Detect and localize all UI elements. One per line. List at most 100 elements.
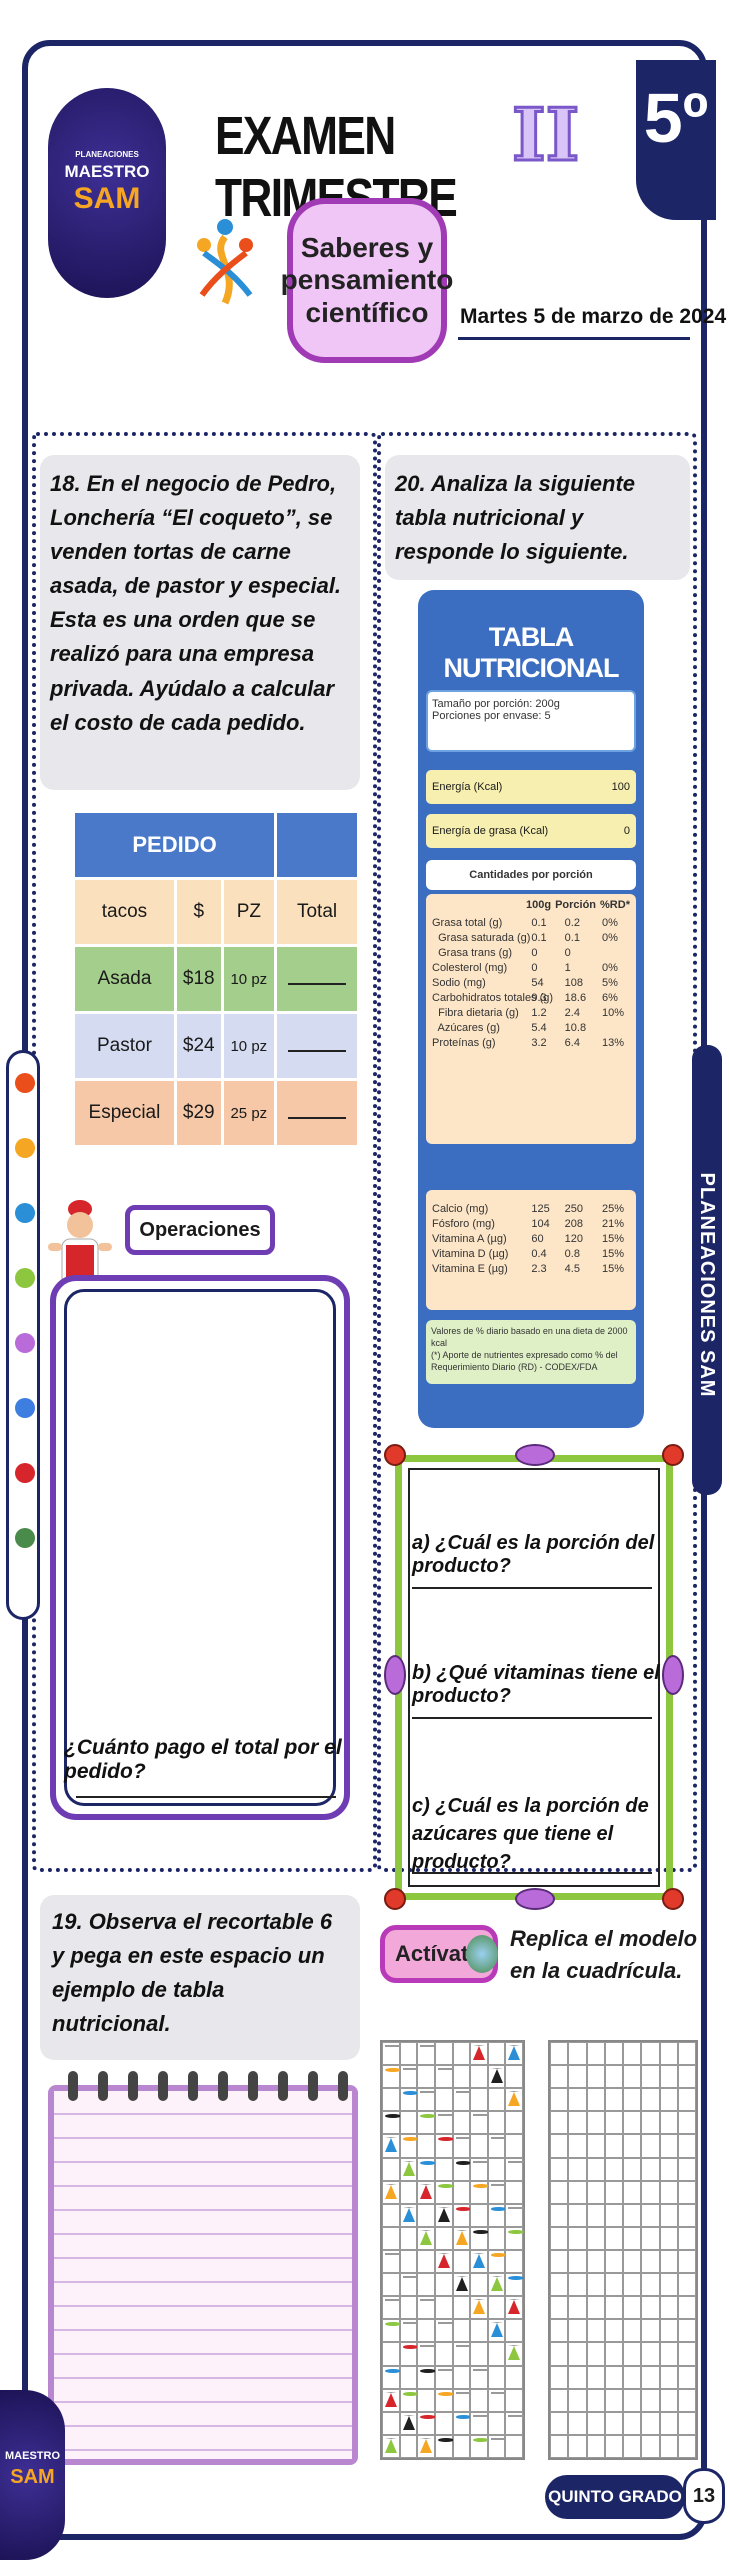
grid-cell[interactable] (586, 2388, 605, 2412)
grid-cell[interactable] (677, 2111, 696, 2135)
grid-cell[interactable] (550, 2411, 569, 2435)
grid-cell[interactable] (568, 2157, 587, 2181)
paste-area-notebook[interactable] (48, 2071, 358, 2465)
grid-cell[interactable] (586, 2203, 605, 2227)
grid-cell[interactable] (568, 2249, 587, 2274)
grid-cell[interactable] (659, 2226, 678, 2250)
grid-cell[interactable] (604, 2111, 623, 2135)
grid-cell[interactable] (586, 2042, 605, 2066)
grid-cell[interactable] (659, 2203, 678, 2227)
grid-cell[interactable] (677, 2319, 696, 2343)
grid-cell[interactable] (586, 2249, 605, 2274)
grid-cell[interactable] (604, 2273, 623, 2297)
grid-cell[interactable] (677, 2365, 696, 2389)
grid-cell[interactable] (604, 2088, 623, 2112)
grid-cell[interactable] (623, 2434, 642, 2458)
grid-cell[interactable] (586, 2434, 605, 2458)
grid-cell[interactable] (604, 2388, 623, 2412)
answer-line-b[interactable] (412, 1717, 652, 1719)
answer-line-a[interactable] (412, 1587, 652, 1589)
grid-cell[interactable] (568, 2088, 587, 2112)
replica-empty-grid[interactable] (548, 2040, 698, 2460)
grid-cell[interactable] (604, 2249, 623, 2274)
grid-cell[interactable] (641, 2134, 660, 2158)
grid-cell[interactable] (604, 2157, 623, 2181)
grid-cell[interactable] (641, 2111, 660, 2135)
grid-cell[interactable] (659, 2434, 678, 2458)
grid-cell[interactable] (659, 2088, 678, 2112)
grid-cell[interactable] (586, 2065, 605, 2089)
total-answer-line[interactable] (76, 1796, 336, 1798)
grid-cell[interactable] (550, 2111, 569, 2135)
grid-cell[interactable] (659, 2042, 678, 2066)
grid-cell[interactable] (677, 2180, 696, 2204)
grid-cell[interactable] (623, 2342, 642, 2366)
grid-cell[interactable] (641, 2065, 660, 2089)
grid-cell[interactable] (659, 2157, 678, 2181)
grid-cell[interactable] (641, 2203, 660, 2227)
grid-cell[interactable] (550, 2088, 569, 2112)
grid-cell[interactable] (641, 2434, 660, 2458)
grid-cell[interactable] (550, 2180, 569, 2204)
grid-cell[interactable] (568, 2388, 587, 2412)
grid-cell[interactable] (568, 2411, 587, 2435)
grid-cell[interactable] (641, 2249, 660, 2274)
grid-cell[interactable] (604, 2180, 623, 2204)
row-total-blank[interactable] (277, 1014, 357, 1078)
grid-cell[interactable] (659, 2111, 678, 2135)
grid-cell[interactable] (604, 2434, 623, 2458)
grid-cell[interactable] (659, 2273, 678, 2297)
grid-cell[interactable] (586, 2296, 605, 2320)
grid-cell[interactable] (641, 2042, 660, 2066)
grid-cell[interactable] (604, 2065, 623, 2089)
grid-cell[interactable] (623, 2226, 642, 2250)
grid-cell[interactable] (677, 2342, 696, 2366)
grid-cell[interactable] (568, 2434, 587, 2458)
grid-cell[interactable] (641, 2365, 660, 2389)
grid-cell[interactable] (677, 2088, 696, 2112)
grid-cell[interactable] (550, 2434, 569, 2458)
grid-cell[interactable] (586, 2180, 605, 2204)
grid-cell[interactable] (550, 2203, 569, 2227)
grid-cell[interactable] (659, 2319, 678, 2343)
grid-cell[interactable] (677, 2388, 696, 2412)
grid-cell[interactable] (623, 2203, 642, 2227)
grid-cell[interactable] (659, 2134, 678, 2158)
grid-cell[interactable] (586, 2365, 605, 2389)
grid-cell[interactable] (568, 2180, 587, 2204)
grid-cell[interactable] (623, 2273, 642, 2297)
row-total-blank[interactable] (277, 947, 357, 1011)
grid-cell[interactable] (659, 2180, 678, 2204)
grid-cell[interactable] (586, 2157, 605, 2181)
grid-cell[interactable] (641, 2273, 660, 2297)
grid-cell[interactable] (568, 2342, 587, 2366)
grid-cell[interactable] (659, 2388, 678, 2412)
grid-cell[interactable] (623, 2319, 642, 2343)
grid-cell[interactable] (623, 2249, 642, 2274)
grid-cell[interactable] (586, 2088, 605, 2112)
grid-cell[interactable] (623, 2065, 642, 2089)
grid-cell[interactable] (604, 2342, 623, 2366)
grid-cell[interactable] (586, 2226, 605, 2250)
grid-cell[interactable] (641, 2411, 660, 2435)
grid-cell[interactable] (568, 2134, 587, 2158)
grid-cell[interactable] (586, 2342, 605, 2366)
grid-cell[interactable] (677, 2203, 696, 2227)
grid-cell[interactable] (568, 2203, 587, 2227)
grid-cell[interactable] (550, 2065, 569, 2089)
grid-cell[interactable] (641, 2296, 660, 2320)
grid-cell[interactable] (677, 2296, 696, 2320)
grid-cell[interactable] (641, 2226, 660, 2250)
grid-cell[interactable] (550, 2342, 569, 2366)
grid-cell[interactable] (623, 2134, 642, 2158)
grid-cell[interactable] (677, 2065, 696, 2089)
grid-cell[interactable] (586, 2319, 605, 2343)
grid-cell[interactable] (568, 2296, 587, 2320)
grid-cell[interactable] (641, 2088, 660, 2112)
grid-cell[interactable] (677, 2226, 696, 2250)
grid-cell[interactable] (586, 2134, 605, 2158)
grid-cell[interactable] (568, 2365, 587, 2389)
grid-cell[interactable] (586, 2273, 605, 2297)
grid-cell[interactable] (568, 2273, 587, 2297)
grid-cell[interactable] (677, 2411, 696, 2435)
